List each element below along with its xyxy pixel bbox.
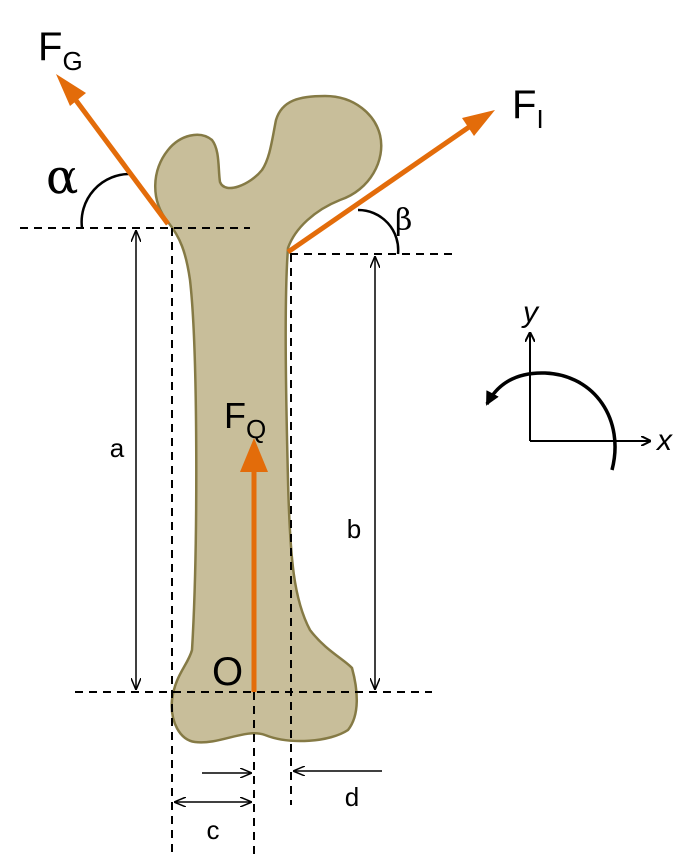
force-fi-label: FI (512, 83, 544, 134)
dimension-d-label: d (345, 782, 359, 812)
point-o-label: O (212, 650, 243, 694)
femur-bone (154, 94, 383, 744)
rotation-direction-arrow (485, 371, 617, 471)
force-fg-arrowhead (56, 74, 86, 106)
force-fq-label: FQ (224, 395, 266, 444)
force-fq-arrowhead (240, 438, 268, 472)
force-fi-arrow-shaft (286, 122, 474, 255)
force-fi-arrowhead (462, 110, 495, 136)
y-axis-label: y (521, 296, 540, 329)
x-axis-label: x (655, 424, 673, 457)
dimension-a-label: a (110, 433, 125, 463)
alpha-angle-arc (80, 172, 132, 229)
dimension-b-label: b (347, 514, 361, 544)
beta-label: β (395, 203, 412, 238)
force-fg-label: FG (38, 25, 83, 76)
force-fg-arrow-shaft (69, 93, 171, 226)
beta-angle-arc (357, 208, 400, 255)
alpha-label: α (46, 149, 78, 205)
dimension-c-label: c (207, 815, 220, 845)
